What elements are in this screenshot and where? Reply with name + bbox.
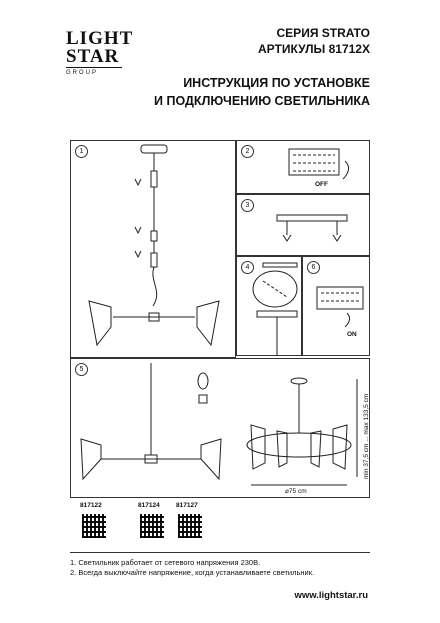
on-label: ON [347, 331, 357, 338]
panel-2-drawing [288, 148, 349, 180]
qr-code-817127[interactable] [178, 514, 202, 538]
panel-6-badge: 6 [307, 261, 320, 274]
brand-logo: LIGHT STAR GROUP [66, 28, 134, 100]
logo-line1: LIGHT [66, 28, 134, 49]
panel-3-drawing [276, 214, 348, 242]
panel-2: 2 OFF [236, 140, 370, 194]
qr-code-817122[interactable] [82, 514, 106, 538]
qr-code-817124[interactable] [140, 514, 164, 538]
panel-5-badge: 5 [75, 363, 88, 376]
panel-5-drawing [80, 363, 358, 486]
panel-2-badge: 2 [241, 145, 254, 158]
panel-3: 3 [236, 194, 370, 256]
panel-6-drawing [316, 286, 364, 328]
panel-1: 1 [70, 140, 236, 358]
panel-1-drawing [88, 144, 220, 347]
diameter-dimension: ⌀75 cm [285, 488, 307, 495]
panel-6: 6 ON [302, 256, 370, 356]
instruction-title-line2: И ПОДКЛЮЧЕНИЮ СВЕТИЛЬНИКА [154, 94, 370, 108]
footer-url[interactable]: www.lightstar.ru [294, 590, 368, 601]
logo-line3: GROUP [66, 70, 99, 76]
off-label: OFF [315, 181, 328, 188]
panel-5: 5 min 37,5 cm ... max 133,5 cm ⌀75 cm [70, 358, 370, 498]
note-2: 2. Всегда выключайте напряжение, когда у… [70, 568, 315, 577]
article-title: АРТИКУЛЫ 81712X [258, 42, 370, 56]
panel-4-drawing [252, 262, 298, 355]
logo-line2: STAR [66, 46, 120, 67]
panel-4: 4 [236, 256, 302, 356]
instruction-title-line1: ИНСТРУКЦИЯ ПО УСТАНОВКЕ [183, 76, 370, 90]
article-817122: 817122 [80, 502, 102, 509]
series-title: СЕРИЯ STRATO [276, 26, 370, 40]
height-dimension: min 37,5 cm ... max 133,5 cm [363, 393, 370, 479]
panel-4-badge: 4 [241, 261, 254, 274]
note-1: 1. Светильник работает от сетевого напря… [70, 558, 261, 567]
article-817127: 817127 [176, 502, 198, 509]
logo-rule [66, 67, 122, 68]
qr-section: 817122 817124 817127 [70, 498, 370, 548]
panel-3-badge: 3 [241, 199, 254, 212]
article-817124: 817124 [138, 502, 160, 509]
panel-1-badge: 1 [75, 145, 88, 158]
notes-rule [70, 552, 370, 553]
